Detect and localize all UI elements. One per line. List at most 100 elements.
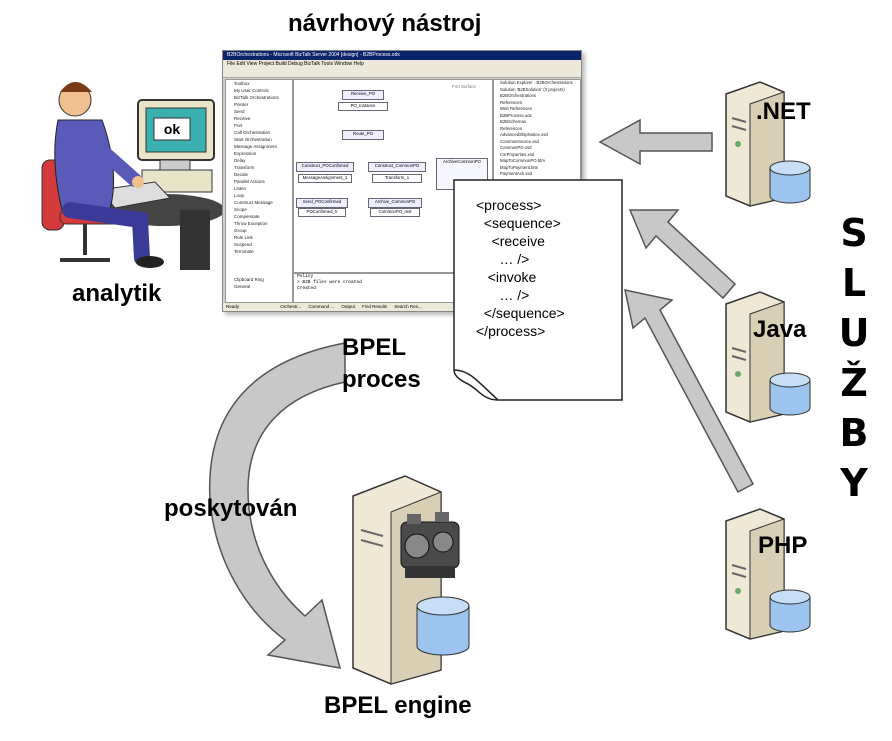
bpel-engine-label: BPEL engine — [324, 692, 472, 719]
status-text: Ready — [226, 304, 240, 309]
solution-item: References — [500, 125, 522, 131]
solution-item: Web References — [500, 106, 532, 111]
bpel-code-line: <invoke — [476, 269, 537, 285]
bpel-code-line: … /> — [476, 251, 530, 267]
toolbox-item: Parallel Actions — [234, 179, 265, 184]
net-service-label: .NET — [756, 98, 811, 125]
toolbox-item: Terminate — [234, 249, 254, 254]
orchestration-shape: Port Surface — [452, 84, 476, 89]
solution-item: B2BOrchestrations — [500, 93, 537, 98]
toolbox-item: Receive — [234, 116, 251, 121]
orchestration-shape: MessageAssignment_1 — [298, 174, 352, 183]
orchestration-shape: Route_PO — [342, 130, 384, 140]
curved-arrow-to-engine — [208, 342, 346, 669]
solution-item: AdvancedShipNotice.xsd — [500, 132, 548, 137]
toolbox-item: Scope — [234, 207, 247, 212]
output-line: Policy — [297, 274, 314, 279]
toolbox-item: Pointer — [234, 102, 249, 107]
solution-item: CommonInvoice.xsd — [500, 138, 539, 144]
toolbox-item: Suspend — [234, 242, 252, 247]
bpel-code-line: <process> — [476, 197, 542, 213]
net-server-icon — [725, 81, 811, 207]
analyst-label: analytik — [72, 280, 162, 307]
services-letter: L — [841, 261, 867, 305]
solution-item: Solution Explorer - B2BOrchestrations — [500, 80, 573, 85]
orchestration-shape: Archive_CommonPO — [368, 198, 422, 208]
toolbox-item: Group — [234, 228, 247, 233]
ide-toolbar — [223, 68, 581, 78]
orchestration-shape: Transform_1 — [372, 174, 422, 183]
monitor-ok-text: ok — [164, 121, 181, 137]
toolbox-item: Listen — [234, 186, 247, 191]
java-service-label: Java — [753, 316, 807, 343]
services-letter: Ž — [840, 361, 868, 405]
arrow-java-to-tool — [628, 209, 737, 300]
bpel-process-label: BPEL proces — [342, 332, 421, 396]
bpel-label-line1: BPEL — [342, 334, 407, 361]
services-letter: U — [838, 311, 870, 355]
php-server-icon — [725, 508, 811, 640]
solution-item: MapToCommonPO.btm — [500, 158, 545, 163]
services-letter: Y — [840, 461, 868, 505]
toolbox-item: My User Controls — [234, 88, 269, 93]
ide-title-bar: B2BOrchestrations - Microsoft BizTalk Se… — [223, 51, 581, 60]
toolbox-item: General — [234, 284, 251, 289]
bpel-code-line: </process> — [476, 323, 546, 339]
ide-tab: Orchestr... — [280, 304, 302, 309]
orchestration-shape: CommonPO_Inst — [370, 208, 420, 217]
orchestration-shape: Receive_PO — [342, 90, 384, 100]
orchestration-shape: PO_Instance — [338, 102, 388, 111]
solution-item: B2BProcess.odx — [500, 112, 532, 118]
toolbox-item: Send — [234, 109, 245, 114]
output-line: Created — [297, 286, 316, 291]
toolbox-item: Construct Message — [234, 200, 273, 205]
toolbox-item: Decide — [234, 172, 249, 177]
ide-tab: Output — [341, 304, 355, 309]
services-vertical-label: S L U Ž B Y — [834, 208, 874, 508]
bpel-code-block: <process> <sequence> <receive … /> <invo… — [476, 196, 565, 340]
toolbox-item: Transform — [234, 165, 255, 170]
bpel-code-line: </sequence> — [476, 305, 565, 321]
toolbox-item: Role Link — [234, 235, 253, 240]
orchestration-shape: POConfirmed_Ir — [298, 208, 346, 217]
toolbox-item: Toolbox — [234, 81, 250, 86]
ide-toolbox: Toolbox My User Controls BizTalk Orchest… — [225, 79, 293, 303]
bpel-label-line2: proces — [342, 366, 421, 393]
solution-item: B2BSchemas — [500, 119, 527, 124]
toolbox-item: Delay — [234, 158, 246, 163]
toolbox-item: Start Orchestration — [234, 137, 272, 142]
toolbox-item: BizTalk Orchestrations — [234, 95, 279, 100]
ide-tab: Find Results — [362, 304, 388, 309]
toolbox-item: Loop — [234, 193, 245, 198]
engine-motor-icon — [400, 512, 460, 578]
toolbox-item: Throw Exception — [234, 221, 268, 226]
solution-item: MapToPayment.btm — [500, 164, 539, 170]
bpel-code-line: <sequence> — [476, 215, 561, 231]
bpel-code-line: … /> — [476, 287, 530, 303]
solution-item: References — [500, 99, 522, 105]
toolbox-item: Expression — [234, 151, 257, 156]
toolbox-item: Message Assignment — [234, 144, 277, 149]
ide-tab: Search Res... — [394, 304, 422, 309]
java-server-icon — [725, 291, 811, 423]
arrow-net-to-tool — [598, 118, 713, 166]
solution-item: CsrProperties.xsd — [500, 151, 535, 157]
orchestration-shape: Send_POConfirmed — [296, 198, 348, 208]
solution-item: CommonPO.xsd — [500, 145, 532, 150]
toolbox-item: Clipboard Ring — [234, 277, 264, 282]
solution-item: Solution 'B2BSolution' (3 projects) — [500, 86, 565, 92]
orchestration-shape: Construct_CommonPO — [368, 162, 426, 172]
design-tool-title: návrhový nástroj — [288, 10, 482, 37]
services-letter: S — [840, 211, 868, 255]
toolbox-item: Call Orchestration — [234, 130, 271, 135]
bpel-code-line: <receive — [476, 233, 545, 249]
ide-menu-bar: File Edit View Project Build Debug BizTa… — [223, 60, 581, 68]
arrow-php-to-tool — [624, 289, 755, 494]
toolbox-item: Port — [234, 123, 243, 128]
php-service-label: PHP — [758, 532, 808, 559]
ide-status-bar: Ready Orchestr... Command ... Output Fin… — [223, 303, 581, 311]
toolbox-item: Compensate — [234, 214, 260, 219]
solution-item: PaymentAck.xsd — [500, 171, 533, 176]
output-line: > B2B files were created — [297, 280, 362, 285]
